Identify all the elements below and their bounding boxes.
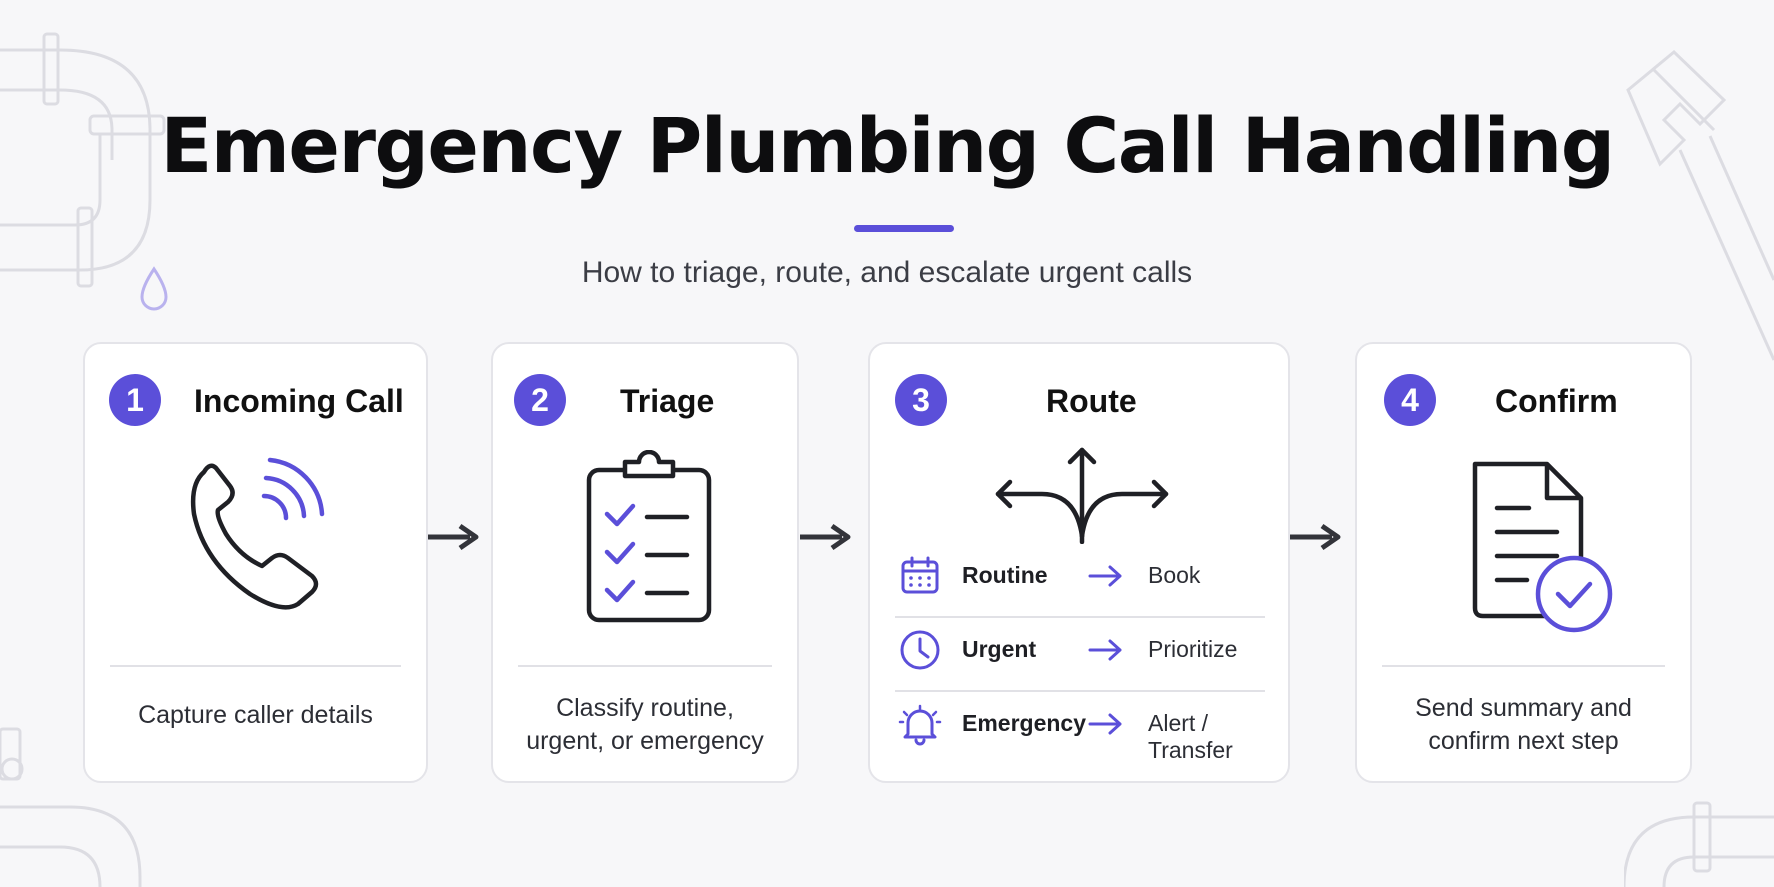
route-divider <box>895 690 1265 692</box>
step-number-badge: 4 <box>1384 374 1436 426</box>
route-action: Alert / Transfer <box>1148 710 1233 763</box>
step-card-route: 3 Route Routine Book Urgent <box>868 342 1290 783</box>
title-underline <box>854 225 954 232</box>
route-row-emergency: Emergency Alert / Transfer <box>870 698 1288 763</box>
step-title: Triage <box>620 383 715 419</box>
route-row-urgent: Urgent Prioritize <box>870 624 1288 680</box>
step-card-incoming-call: 1 Incoming Call Capture caller details <box>83 342 428 783</box>
step-title: Confirm <box>1495 383 1618 419</box>
route-divider <box>895 616 1265 618</box>
page-subtitle: How to triage, route, and escalate urgen… <box>581 256 1193 289</box>
arrow-right-icon <box>1088 565 1122 587</box>
split-arrows-icon <box>995 447 1169 544</box>
route-row-routine: Routine Book <box>870 550 1288 606</box>
flow-arrow-2-to-3 <box>800 523 851 551</box>
calendar-icon <box>901 556 939 594</box>
document-check-icon <box>1472 461 1613 633</box>
clock-icon <box>900 630 940 670</box>
card-divider <box>518 665 772 667</box>
wrench-decoration <box>1626 49 1774 361</box>
route-label: Routine <box>962 562 1048 588</box>
step-description: Capture caller details <box>138 701 373 729</box>
phone-ringing-icon <box>190 457 325 610</box>
step-description: Classify routine, urgent, or emergency <box>526 694 764 755</box>
step-title: Route <box>1046 383 1137 419</box>
card-divider <box>110 665 401 667</box>
flow-arrow-1-to-2 <box>428 523 479 551</box>
route-action: Book <box>1148 562 1201 588</box>
arrow-right-icon <box>1088 639 1122 661</box>
route-label: Emergency <box>962 710 1087 736</box>
card-divider <box>1382 665 1665 667</box>
page-title: Emergency Plumbing Call Handling <box>160 101 1615 190</box>
step-description: Send summary and confirm next step <box>1415 694 1632 755</box>
flow-arrow-3-to-4 <box>1290 523 1341 551</box>
arrow-right-icon <box>1088 713 1122 735</box>
pipe-decoration-bottom-right <box>1624 801 1774 887</box>
step-number-badge: 3 <box>895 374 947 426</box>
bell-icon <box>898 704 942 746</box>
step-number-badge: 1 <box>109 374 161 426</box>
route-label: Urgent <box>962 636 1037 662</box>
route-action: Prioritize <box>1148 636 1238 662</box>
step-card-confirm: 4 Confirm Send summary and confirm next … <box>1355 342 1692 783</box>
step-card-triage: 2 Triage Classify routine, urgent, or em… <box>491 342 799 783</box>
clipboard-checklist-icon <box>586 450 712 623</box>
step-number-badge: 2 <box>514 374 566 426</box>
step-title: Incoming Call <box>194 383 404 419</box>
